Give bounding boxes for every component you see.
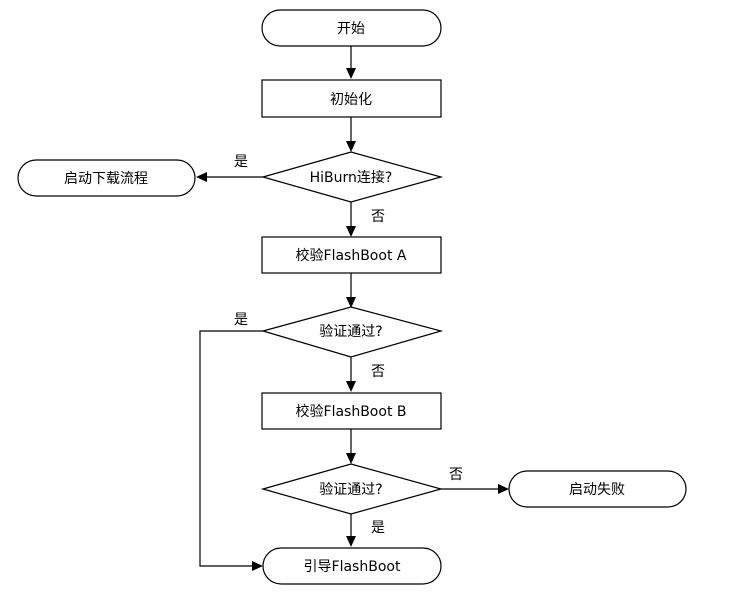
boot-node: 引导FlashBoot: [262, 547, 442, 585]
verify-b-process: [261, 392, 442, 430]
boot-label: 引导FlashBoot: [304, 559, 401, 575]
verify-a-node: 校验FlashBoot A: [261, 236, 442, 274]
arrowhead: [498, 484, 509, 494]
fail-label: 启动失败: [569, 482, 625, 498]
verify-a-label: 校验FlashBoot A: [296, 247, 407, 264]
verify-b-label: 校验FlashBoot B: [296, 403, 407, 420]
init-node: 初始化: [261, 79, 442, 118]
arrowhead: [346, 141, 356, 152]
check-a-label: 验证通过?: [319, 324, 382, 340]
arrowhead: [346, 226, 356, 237]
arrowhead: [346, 68, 356, 79]
edge-labels: 是 否 是 否 否 是: [234, 154, 463, 536]
hiburn-decision: HiBurn连接?: [260, 151, 444, 203]
arrowhead: [346, 536, 356, 547]
download-label: 启动下载流程: [64, 171, 148, 187]
check-b-label: 验证通过?: [319, 482, 382, 498]
arrowhead: [346, 453, 356, 464]
check-a-diamond: [260, 306, 444, 358]
arrowhead: [346, 297, 356, 308]
check-a-yes-label: 是: [234, 312, 248, 328]
check-b-no-label: 否: [449, 467, 463, 483]
hiburn-no-label: 否: [371, 209, 385, 225]
download-node: 启动下载流程: [17, 159, 196, 197]
start-node: 开始: [261, 9, 442, 47]
check-b-yes-label: 是: [371, 520, 385, 536]
start-terminator: [261, 9, 442, 47]
fail-node: 启动失败: [508, 470, 687, 508]
download-terminator: [17, 159, 196, 197]
arrowhead: [252, 561, 263, 571]
check-b-decision: 验证通过?: [260, 463, 444, 515]
edge-checka-boot: [199, 330, 263, 567]
init-label: 初始化: [330, 91, 372, 108]
verify-b-node: 校验FlashBoot B: [261, 392, 442, 430]
hiburn-diamond: [260, 151, 444, 203]
check-a-no-label: 否: [371, 364, 385, 380]
arrowhead: [196, 172, 207, 182]
start-label: 开始: [337, 21, 365, 37]
check-b-diamond: [260, 463, 444, 515]
fail-terminator: [508, 470, 687, 508]
check-a-decision: 验证通过?: [260, 306, 444, 358]
verify-a-process: [261, 236, 442, 274]
hiburn-label: HiBurn连接?: [310, 169, 393, 186]
connectors: [196, 46, 509, 571]
boot-terminator: [262, 547, 442, 585]
init-process: [261, 79, 442, 118]
arrowhead: [346, 381, 356, 392]
hiburn-yes-label: 是: [234, 154, 248, 170]
